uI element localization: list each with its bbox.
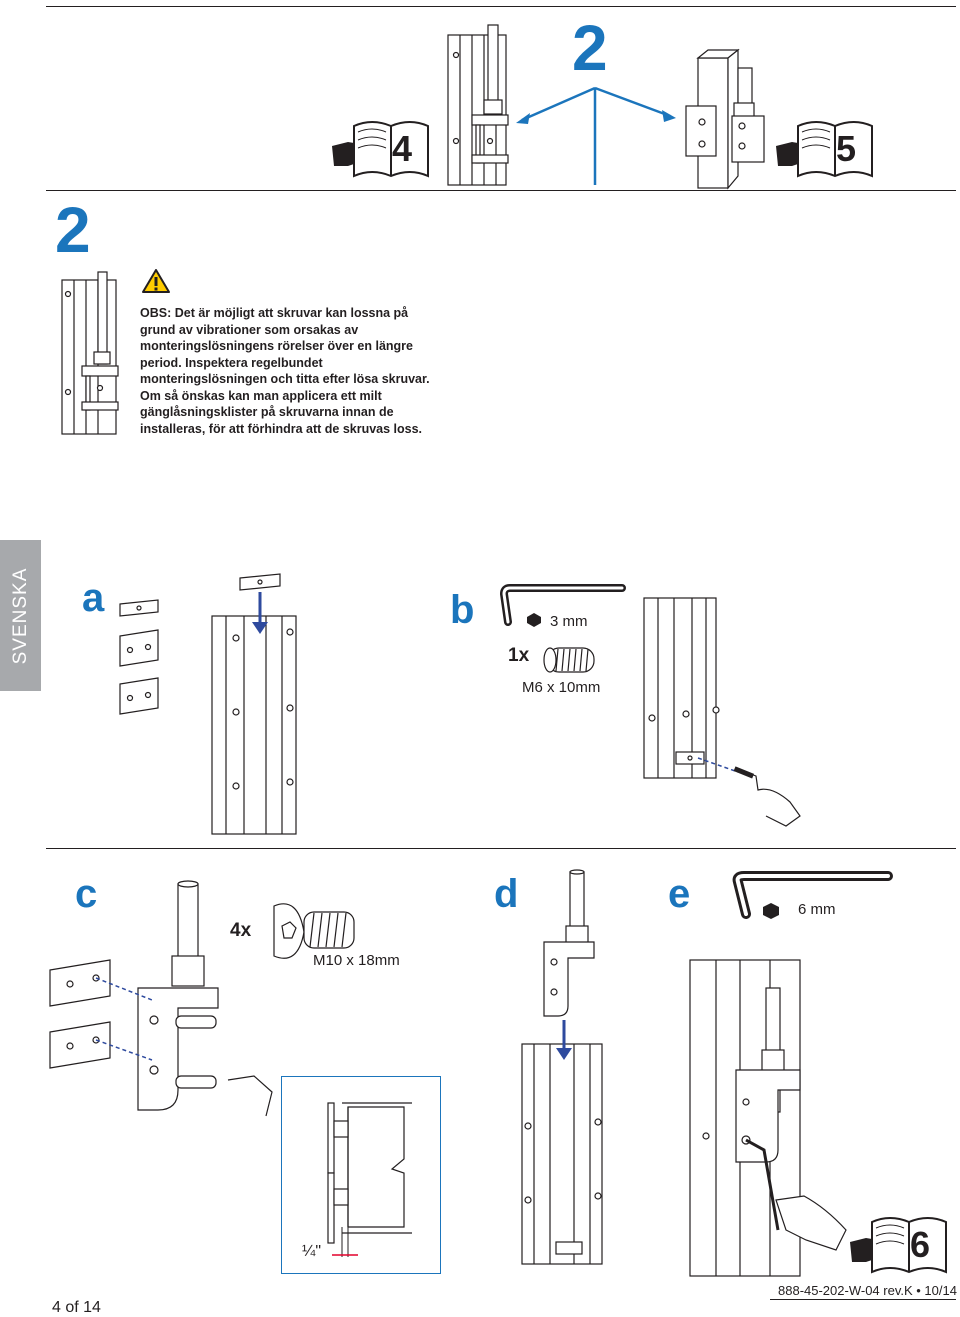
panel-c-detail-gap: ¼" xyxy=(302,1243,322,1260)
panel-b-part: M6 x 10mm xyxy=(522,679,601,696)
hex-key-icon xyxy=(499,584,626,626)
warning-text: OBS: Det är möjligt att skruvar kan loss… xyxy=(140,306,430,436)
panel-c-detail-box: ¼" xyxy=(281,1076,441,1274)
section-rule xyxy=(46,190,956,191)
open-book-icon xyxy=(353,121,429,178)
panel-b-tool-size: 3 mm xyxy=(550,613,588,630)
document-code: 888-45-202-W-04 rev.K • 10/14 xyxy=(778,1283,957,1298)
book-page-number: 4 xyxy=(392,128,413,169)
warning-triangle-icon xyxy=(142,269,170,293)
panel-b-rail-illustration xyxy=(643,597,801,827)
header-post-assembled-illustration xyxy=(685,48,765,190)
page-number: 4 of 14 xyxy=(52,1299,101,1316)
book-reference-4: 4 xyxy=(330,118,432,182)
panel-divider xyxy=(46,848,956,849)
panel-b-quantity: 1x xyxy=(508,645,530,666)
open-book-icon xyxy=(871,1217,947,1274)
header-step-number: 2 xyxy=(572,12,608,84)
panel-c-letter: c xyxy=(75,872,98,916)
panel-a-letter: a xyxy=(82,576,105,620)
language-tab-label: SVENSKA xyxy=(9,567,31,664)
book-page-number: 5 xyxy=(836,128,857,169)
set-screw-icon xyxy=(543,647,595,673)
book-page-number: 6 xyxy=(910,1224,931,1265)
warning-post-illustration xyxy=(61,271,119,435)
socket-screw-icon xyxy=(273,903,355,959)
panel-e-letter: e xyxy=(668,872,691,916)
panel-d-rail-illustration xyxy=(521,869,603,1265)
top-rule xyxy=(46,6,956,7)
step-number: 2 xyxy=(55,194,91,266)
panel-d-letter: d xyxy=(494,872,519,916)
footer-rule xyxy=(770,1299,956,1300)
open-book-icon xyxy=(797,121,873,178)
hex-key-icon xyxy=(732,871,893,919)
panel-c-part: M10 x 18mm xyxy=(313,952,400,969)
panel-b-letter: b xyxy=(450,588,475,632)
panel-c-quantity: 4x xyxy=(230,920,252,941)
book-reference-5: 5 xyxy=(774,118,876,182)
panel-a-rail-illustration xyxy=(211,573,297,835)
panel-e-tool-size: 6 mm xyxy=(798,901,836,918)
hexagon-icon xyxy=(527,613,541,627)
panel-c-detail-illustration xyxy=(327,1102,412,1257)
header-post-illustration xyxy=(447,24,509,186)
panel-a-plates-illustration xyxy=(119,599,159,715)
panel-e-rail-illustration xyxy=(689,959,847,1277)
hexagon-icon xyxy=(763,903,779,919)
book-reference-6: 6 xyxy=(848,1214,950,1278)
language-tab: SVENSKA xyxy=(0,540,41,691)
header-arrows xyxy=(516,86,676,185)
panel-c-bracket-illustration xyxy=(49,880,273,1117)
